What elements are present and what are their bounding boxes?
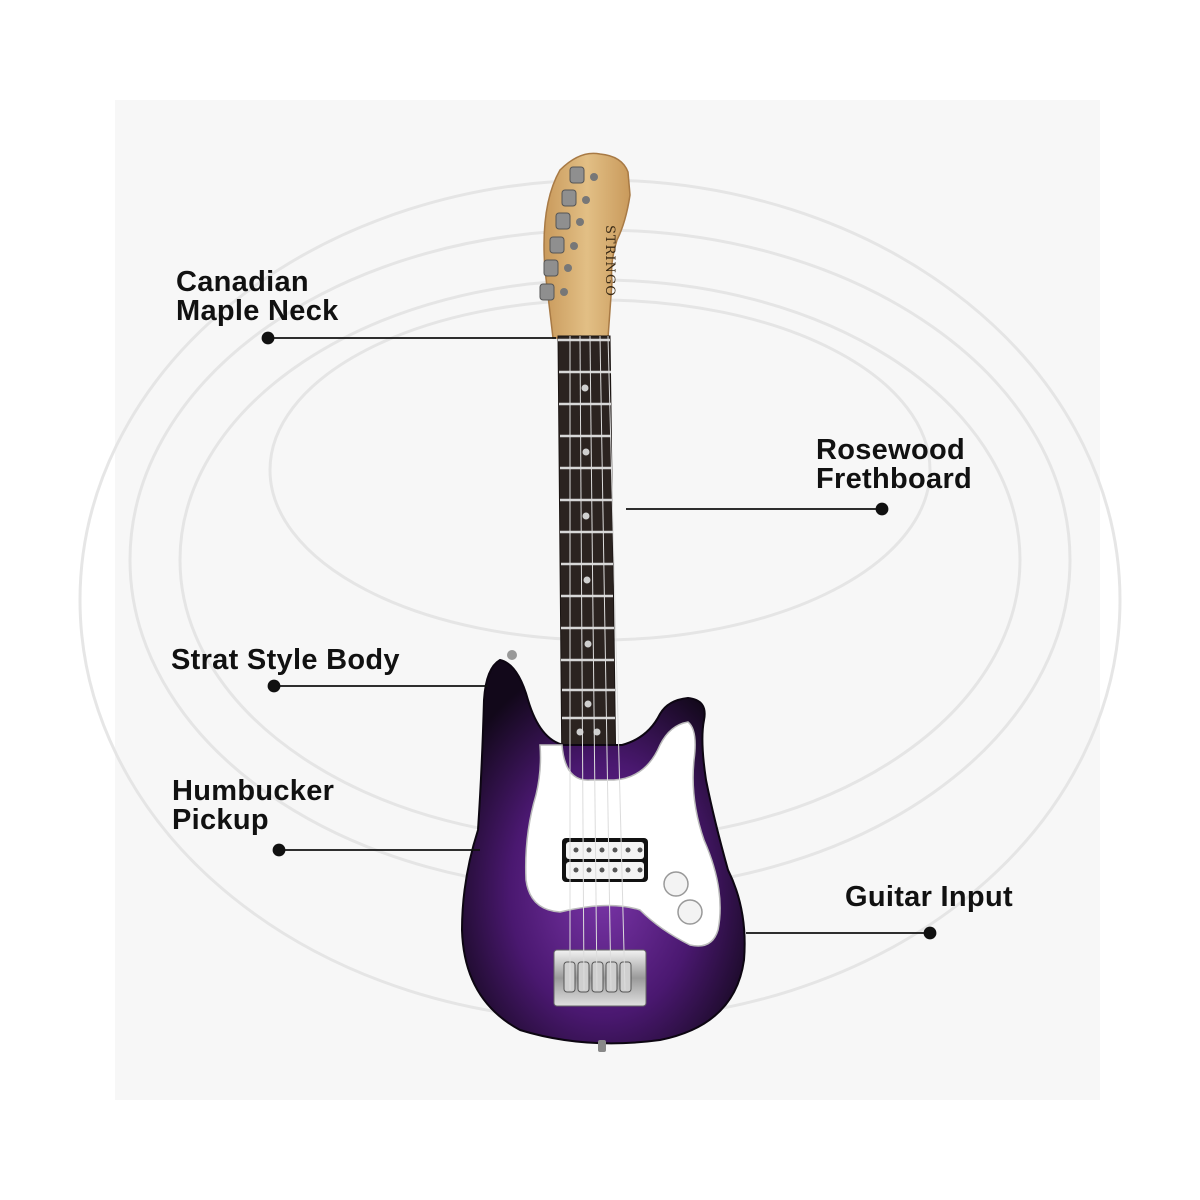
label-humbucker-pickup: Humbucker Pickup [172, 777, 334, 835]
strings [569, 335, 626, 991]
label-line: Strat Style Body [171, 644, 400, 676]
label-rosewood-fretboard: Rosewood Frethboard [816, 436, 972, 494]
callout-dot-fretboard [875, 502, 889, 516]
fret-markers [576, 384, 601, 736]
label-strat-style-body: Strat Style Body [171, 646, 400, 675]
tuner-posts [560, 173, 598, 296]
callout-dot-input [923, 926, 937, 940]
label-line: Humbucker [172, 775, 335, 807]
label-line: Rosewood [816, 434, 966, 466]
neck [557, 335, 617, 781]
strap-button-bottom [598, 1040, 606, 1052]
control-knobs [663, 871, 703, 925]
tuner-pegs [539, 166, 585, 301]
guitar-body [460, 335, 746, 1052]
callout-dot-body [267, 679, 281, 693]
label-line: Guitar Input [845, 881, 1013, 913]
humbucker-pickup [562, 838, 648, 882]
callout-dot-pickup [272, 843, 286, 857]
label-canadian-maple-neck: Canadian Maple Neck [176, 268, 339, 326]
strap-button-top [507, 650, 517, 660]
headstock: STRINGO [539, 152, 631, 339]
label-line: Maple Neck [176, 295, 339, 327]
label-guitar-input: Guitar Input [845, 883, 1013, 912]
brand-logo: STRINGO [602, 225, 617, 297]
label-line: Pickup [172, 804, 269, 836]
bridge [553, 949, 647, 1007]
callout-lines [261, 331, 937, 940]
callout-dot-neck [261, 331, 275, 345]
label-line: Frethboard [816, 463, 973, 495]
label-line: Canadian [176, 266, 309, 298]
